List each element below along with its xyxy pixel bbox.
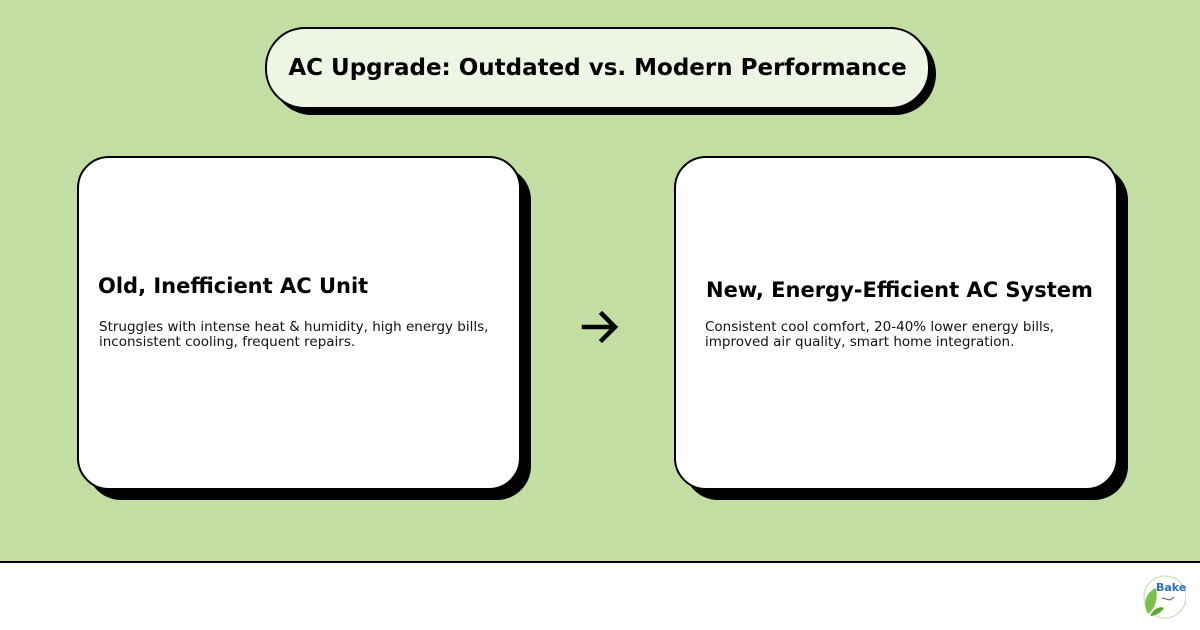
card-body: Consistent cool comfort, 20-40% lower en… [705, 319, 1055, 350]
card-heading: New, Energy-Efficient AC System [706, 278, 1093, 302]
card-new-ac: New, Energy-Efficient AC System Consiste… [674, 156, 1118, 490]
card-body: Struggles with intense heat & humidity, … [99, 319, 489, 350]
svg-text:Baker: Baker [1156, 581, 1186, 594]
arrow-right-icon [581, 310, 619, 344]
title-pill: AC Upgrade: Outdated vs. Modern Performa… [265, 27, 930, 109]
card-old-ac: Old, Inefficient AC Unit Struggles with … [77, 156, 521, 490]
card-heading: Old, Inefficient AC Unit [98, 274, 369, 298]
baker-logo: Baker [1143, 575, 1186, 619]
page-title: AC Upgrade: Outdated vs. Modern Performa… [288, 55, 907, 81]
